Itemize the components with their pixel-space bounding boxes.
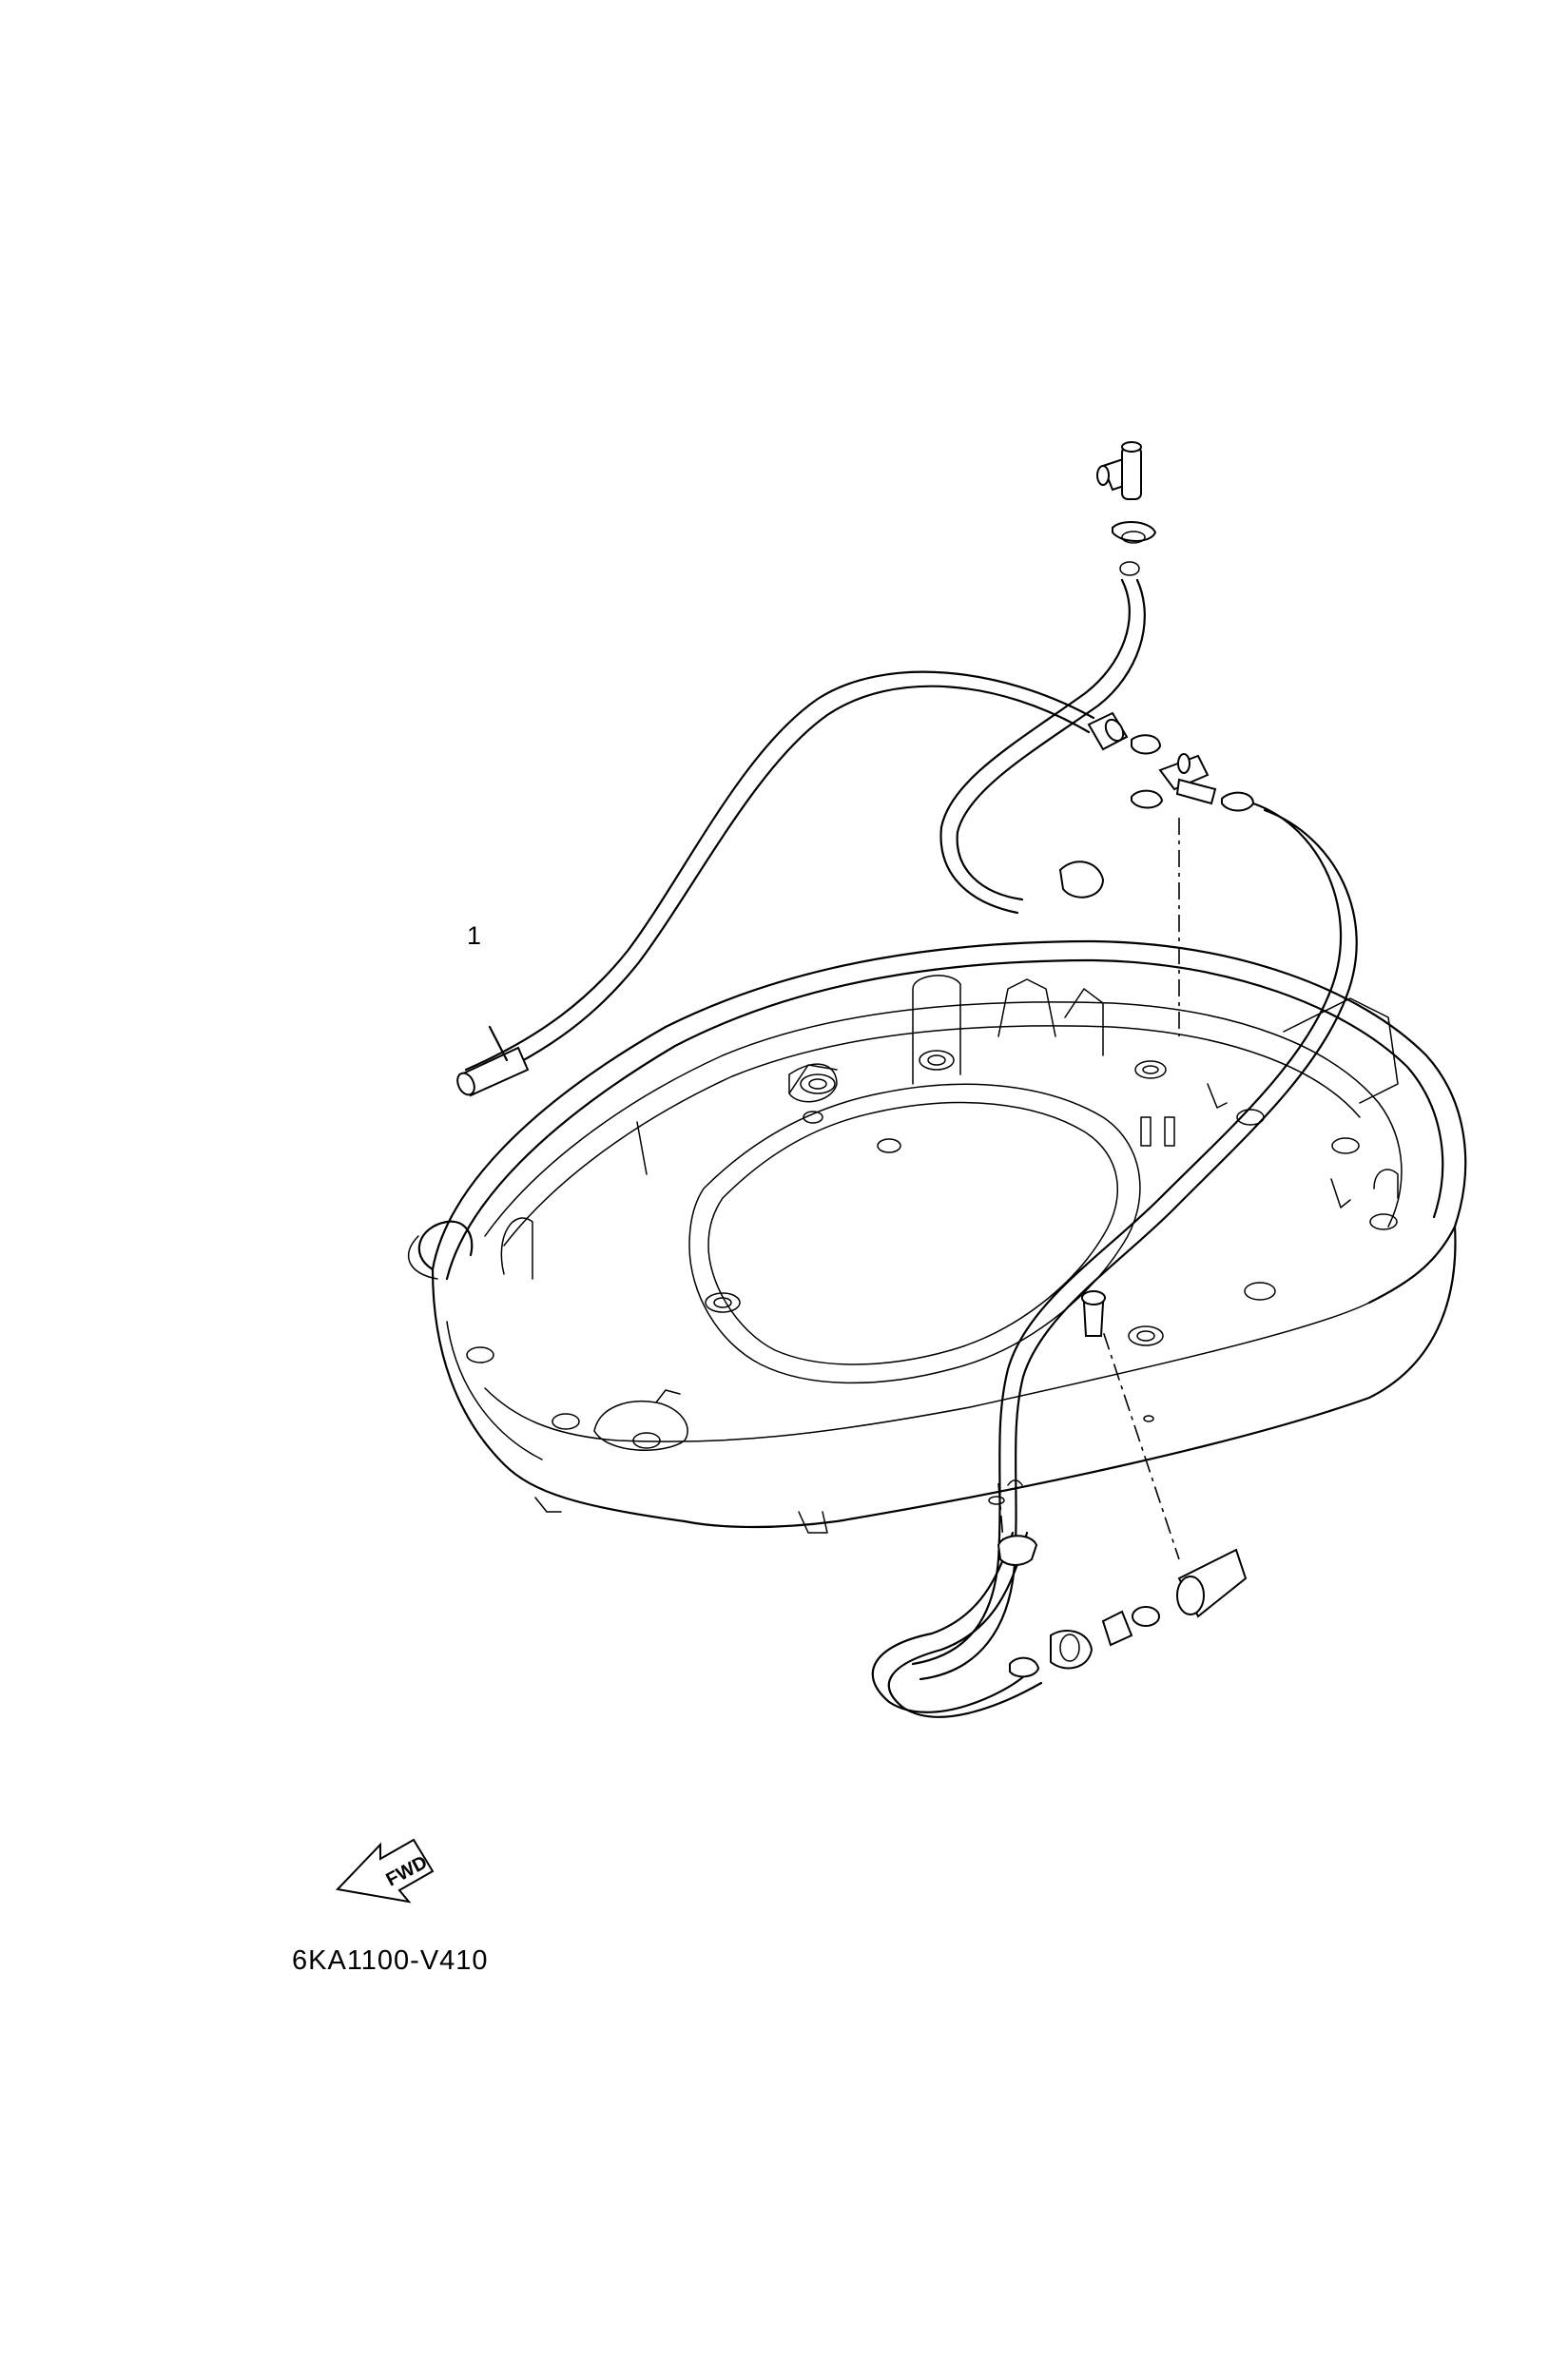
bottom-cowling	[408, 939, 1467, 1534]
hose-routing	[456, 441, 1358, 1718]
callout-number-1: 1	[467, 921, 482, 950]
fwd-arrow-icon: FWD	[335, 1838, 435, 1904]
diagram-reference-code: 6KA1100-V410	[292, 1945, 489, 1976]
